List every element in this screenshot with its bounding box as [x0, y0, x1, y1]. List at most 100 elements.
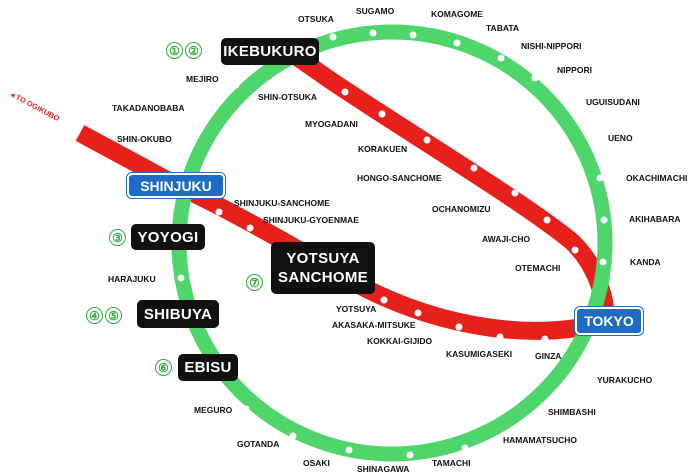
label-shin-okubo: SHIN-OKUBO: [117, 134, 172, 144]
label-myogadani: MYOGADANI: [305, 119, 358, 129]
label-ueno: UENO: [608, 133, 633, 143]
label-nippori: NIPPORI: [557, 65, 592, 75]
label-sugamo: SUGAMO: [356, 6, 395, 16]
label-akasaka-mitsuke: AKASAKA-MITSUKE: [332, 320, 416, 330]
label-shin-otsuka: SHIN-OTSUKA: [258, 92, 317, 102]
marunouchi-station-labels: SHIN-OTSUKA MYOGADANI KORAKUEN HONGO-SAN…: [234, 92, 561, 361]
ebisu-label: EBISU: [184, 359, 232, 376]
station-dot-yurakucho: [581, 365, 589, 373]
label-yotsuya: YOTSUYA: [336, 304, 376, 314]
shibuya-label: SHIBUYA: [143, 305, 213, 323]
label-harajuku: HARAJUKU: [108, 274, 156, 284]
label-shinjuku-sanchome: SHINJUKU-SANCHOME: [234, 198, 330, 208]
yoyogi-station-box[interactable]: YOYOGI: [131, 224, 205, 250]
station-dot-hongo-sanchome: [470, 164, 478, 172]
station-dot-akihabara: [600, 216, 608, 224]
station-dot-shin-otsuka: [341, 88, 349, 96]
ikebukuro-label: IKEBUKURO: [223, 43, 317, 60]
ikebukuro-route-numbers: ① ②: [166, 42, 202, 59]
ikebukuro-station-box[interactable]: IKEBUKURO: [221, 38, 319, 65]
label-gotanda: GOTANDA: [237, 439, 279, 449]
station-dot-harajuku: [177, 274, 185, 282]
station-dot-ueno: [589, 132, 597, 140]
ebisu-station-box[interactable]: EBISU: [178, 354, 238, 381]
station-dot-shin-okubo: [184, 136, 192, 144]
station-dot-sugamo: [369, 29, 377, 37]
label-okachimachi: OKACHIMACHI: [626, 173, 687, 183]
station-dot-shinjuku-gyoenmae: [246, 224, 254, 232]
station-dot-ochanomizu: [511, 189, 519, 197]
station-dot-tamachi: [461, 444, 469, 452]
label-kokkai-gijido: KOKKAI-GIJIDO: [367, 336, 433, 346]
station-dot-osaki: [345, 446, 353, 454]
station-dot-shinagawa: [406, 451, 414, 459]
station-dot-tabata: [453, 39, 461, 47]
station-dot-kokkai-gijido: [455, 323, 463, 331]
label-korakuen: KORAKUEN: [358, 144, 407, 154]
station-dot-okachimachi: [596, 174, 604, 182]
station-dot-otsuka: [329, 33, 337, 41]
station-dot-kanda: [599, 258, 607, 266]
label-yurakucho: YURAKUCHO: [597, 375, 653, 385]
station-dot-korakuen: [423, 136, 431, 144]
label-uguisudani: UGUISUDANI: [586, 97, 640, 107]
label-takadanobaba: TAKADANOBABA: [112, 103, 185, 113]
station-dot-yotsuya: [380, 296, 388, 304]
label-mejiro: MEJIRO: [186, 74, 219, 84]
tokyo-label: TOKYO: [584, 313, 634, 329]
yotsuya-sanchome-route-numbers: ⑦: [246, 274, 263, 291]
label-otsuka: OTSUKA: [298, 14, 334, 24]
shinjuku-label: SHINJUKU: [140, 177, 212, 194]
station-dot-shinjuku-sanchome: [215, 208, 223, 216]
yamanote-station-dots: [177, 29, 608, 459]
label-hongo-sanchome: HONGO-SANCHOME: [357, 173, 442, 183]
shibuya-station-box[interactable]: SHIBUYA: [137, 300, 219, 328]
label-ginza: GINZA: [535, 351, 561, 361]
to-ogikubo-label: ◂ TO OGIKUBO: [8, 89, 61, 123]
station-dot-kasumigaseki: [496, 333, 504, 341]
station-dot-mejiro: [232, 81, 240, 89]
marunouchi-station-dots: [215, 88, 579, 343]
shinjuku-station-box[interactable]: SHINJUKU: [127, 173, 225, 198]
yamanote-loop: [171, 24, 613, 462]
ebisu-route-numbers: ⑥: [155, 359, 172, 376]
label-awaji-cho: AWAJI-CHO: [482, 234, 531, 244]
route-number-5: ⑤: [105, 307, 122, 324]
label-ochanomizu: OCHANOMIZU: [432, 204, 491, 214]
label-tamachi: TAMACHI: [432, 458, 471, 468]
label-osaki: OSAKI: [303, 458, 330, 468]
yamanote-station-labels: OTSUKA SUGAMO KOMAGOME TABATA NISHI-NIPP…: [108, 6, 687, 474]
route-number-3: ③: [109, 229, 126, 246]
label-shinagawa: SHINAGAWA: [357, 464, 409, 474]
yoyogi-label: YOYOGI: [137, 228, 199, 246]
label-komagome: KOMAGOME: [431, 9, 483, 19]
shibuya-route-numbers: ④ ⑤: [86, 307, 122, 324]
station-dot-takadanobaba: [201, 109, 209, 117]
route-number-2: ②: [185, 42, 202, 59]
tokyo-station-box[interactable]: TOKYO: [575, 307, 643, 335]
label-hamamatsucho: HAMAMATSUCHO: [503, 435, 577, 445]
yotsuya-sanchome-label-line2: SANCHOME: [278, 269, 368, 286]
yotsuya-sanchome-label-line1: YOTSUYA: [286, 250, 360, 267]
station-dot-hamamatsucho: [511, 426, 519, 434]
label-nishi-nippori: NISHI-NIPPORI: [521, 41, 581, 51]
label-shinjuku-gyoenmae: SHINJUKU-GYOENMAE: [263, 215, 359, 225]
label-tabata: TABATA: [486, 23, 519, 33]
station-dot-myogadani: [378, 110, 386, 118]
yotsuya-sanchome-station-box[interactable]: YOTSUYA SANCHOME: [271, 242, 375, 294]
station-dot-nishi-nippori: [497, 54, 505, 62]
label-meguro: MEGURO: [194, 405, 233, 415]
station-dot-awaji-cho: [543, 216, 551, 224]
route-number-6: ⑥: [155, 359, 172, 376]
station-dot-shimbashi: [549, 400, 557, 408]
label-kanda: KANDA: [630, 257, 661, 267]
station-dot-meguro: [242, 405, 250, 413]
station-dot-nippori: [531, 74, 539, 82]
yoyogi-route-numbers: ③: [109, 229, 126, 246]
station-dot-otemachi: [571, 246, 579, 254]
station-dot-uguisudani: [565, 100, 573, 108]
station-dot-ginza: [541, 335, 549, 343]
station-dot-komagome: [409, 31, 417, 39]
label-kasumigaseki: KASUMIGASEKI: [446, 349, 512, 359]
